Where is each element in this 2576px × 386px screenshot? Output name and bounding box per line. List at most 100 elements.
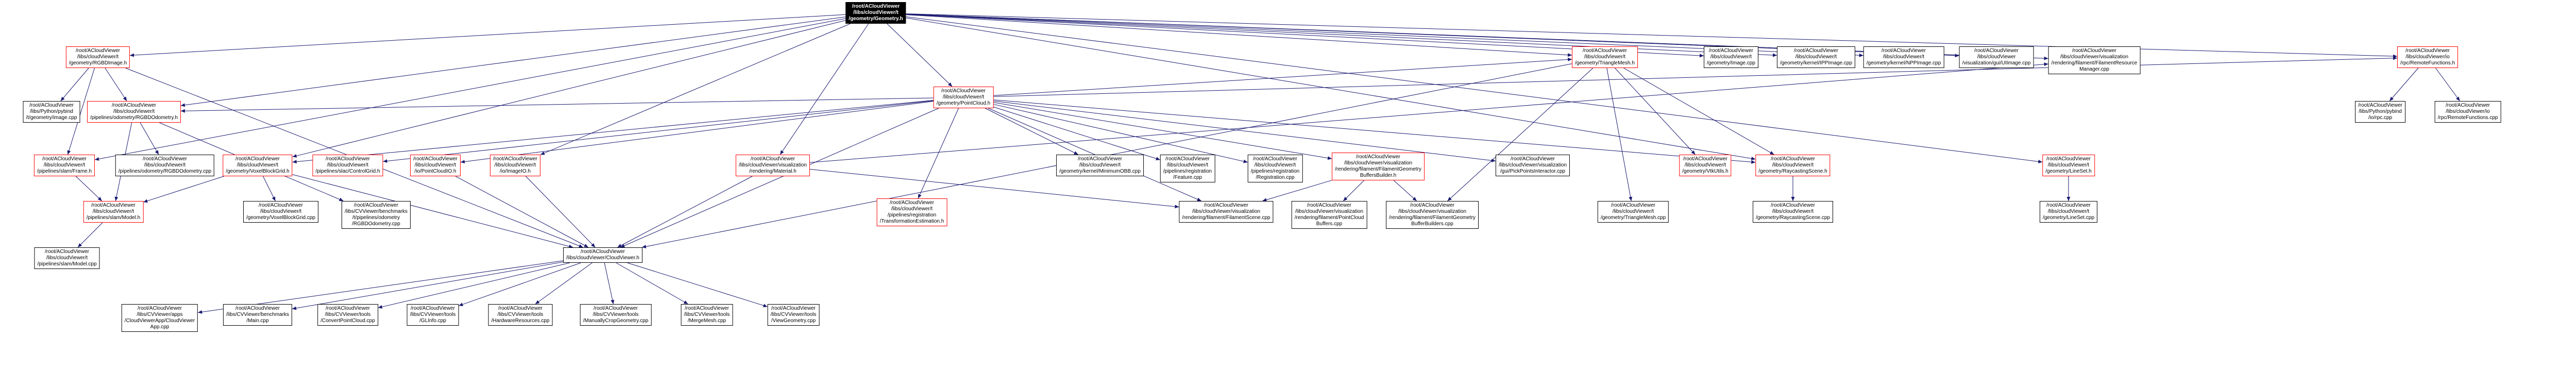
node-label-line: /root/ACloudViewer [1611,203,1655,208]
graph-node-imageio_h[interactable]: /root/ACloudViewer/libs/cloudViewer/t/io… [490,155,540,176]
node-label-line: /root/ACloudViewer [91,203,135,208]
graph-node-remotefuncs_h[interactable]: /root/ACloudViewer/libs/cloudViewer/io/r… [2397,46,2459,68]
graph-node-hwres_cpp[interactable]: /root/ACloudViewer/libs/CVViewer/tools/H… [488,304,553,326]
graph-node-material_h[interactable]: /root/ACloudViewer/libs/cloudViewer/visu… [735,155,810,176]
graph-node-uiimage_cpp[interactable]: /root/ACloudViewer/libs/cloudViewer/visu… [1959,46,2034,68]
node-label-line: /rpc/RemoteFunctions.h [2400,60,2455,66]
graph-node-rgbdodom_cpp[interactable]: /root/ACloudViewer/libs/cloudViewer/t/pi… [115,155,215,176]
include-edge [617,176,753,248]
graph-node-remotefuncs_cpp[interactable]: /root/ACloudViewer/libs/cloudViewer/io/r… [2434,101,2501,123]
graph-node-root[interactable]: /root/ACloudViewer/libs/cloudViewer/t/ge… [845,2,906,24]
graph-node-pybind_rpc_cpp[interactable]: /root/ACloudViewer/libs/Python/pybind/io… [2355,101,2405,123]
include-edge [1447,68,1594,202]
include-edge [616,262,688,305]
graph-node-lineset_h[interactable]: /root/ACloudViewer/libs/cloudViewer/t/ge… [2042,155,2095,176]
graph-node-pointcloud_h[interactable]: /root/ACloudViewer/libs/cloudViewer/t/ge… [933,87,994,108]
graph-node-frame_h[interactable]: /root/ACloudViewer/libs/cloudViewer/t/pi… [33,155,95,176]
graph-node-pickpoints_cpp[interactable]: /root/ACloudViewer/libs/cloudViewer/visu… [1495,155,1570,176]
include-edge [460,101,934,164]
graph-node-registration_cpp[interactable]: /root/ACloudViewer/libs/cloudViewer/t/pi… [1247,155,1303,182]
graph-node-trianglemeshbuffers_cpp[interactable]: /root/ACloudViewer/libs/cloudViewer/visu… [1386,201,1479,229]
node-label-line: /io/PointCloudIO.h [414,169,456,174]
node-label-line: /libs/cloudViewer/t [1772,209,1814,214]
graph-node-voxelblockgrid_h[interactable]: /root/ACloudViewer/libs/cloudViewer/t/ge… [223,155,293,176]
graph-node-convert_pc_cpp[interactable]: /root/ACloudViewer/libs/CVViewer/tools/C… [317,304,378,326]
graph-node-app_cpp[interactable]: /root/ACloudViewer/libs/CVViewer/apps/Cl… [121,304,198,332]
node-label-line: /gui/PickPointsInteractor.cpp [1500,169,1566,174]
graph-node-lineset_cpp[interactable]: /root/ACloudViewer/libs/cloudViewer/t/ge… [2039,201,2098,223]
include-edge [77,222,103,248]
graph-node-pybind_image_cpp[interactable]: /root/ACloudViewer/libs/Python/pybind/t/… [23,101,80,123]
include-edge [455,176,589,248]
node-label-line: /geometry/Image.cpp [1707,60,1755,66]
node-label-line: /libs/cloudViewer/t [113,109,155,114]
node-label-line: /root/ACloudViewer [259,203,303,208]
graph-node-slam_model_h[interactable]: /root/ACloudViewer/libs/cloudViewer/t/pi… [83,201,144,223]
include-edge [906,13,2048,60]
node-label-line: /root/ACloudViewer [1356,154,1400,160]
node-label-line: BuffersBuilder.h [1360,173,1397,178]
node-label-line: /libs/cloudViewer/t [1166,162,1209,168]
node-label-line: /libs/Python/pybind [2359,109,2402,114]
graph-node-raycasting_h[interactable]: /root/ACloudViewer/libs/cloudViewer/t/ge… [1755,155,1831,176]
node-label-line: /root/ACloudViewer [581,249,625,255]
graph-node-pointcloudbuffers_cpp[interactable]: /root/ACloudViewer/libs/cloudViewer/visu… [1291,201,1367,229]
node-label-line: /geometry/kernel/NPPImage.cpp [1866,60,1941,66]
node-label-line: /libs/cloudViewer/t [2047,209,2090,214]
graph-node-viewgeometry_cpp[interactable]: /root/ACloudViewer/libs/CVViewer/tools/V… [767,304,820,326]
node-label-line: /pipelines/registration [1163,169,1212,174]
graph-node-filament_scene_cpp[interactable]: /root/ACloudViewer/libs/cloudViewer/visu… [1179,201,1274,223]
node-label-line: /geometry/kernel/IPPImage.cpp [1780,60,1853,66]
node-label-line: /root/ACloudViewer [326,306,370,311]
graph-node-voxelblockgrid_cpp[interactable]: /root/ACloudViewer/libs/cloudViewer/t/ge… [243,201,318,223]
graph-node-bench_rgbdodom_cpp[interactable]: /root/ACloudViewer/libs/CVViewer/benchma… [341,201,411,229]
node-label-line: /root/ACloudViewer [1974,48,2019,54]
graph-node-vtkutils_h[interactable]: /root/ACloudViewer/libs/cloudViewer/t/ge… [1679,155,1732,176]
node-label-line: /RGBDOdometry.cpp [352,221,400,227]
graph-node-feature_cpp[interactable]: /root/ACloudViewer/libs/cloudViewer/t/pi… [1160,155,1215,182]
graph-node-trianglemesh_cpp[interactable]: /root/ACloudViewer/libs/cloudViewer/t/ge… [1597,201,1669,223]
node-label-line: /libs/cloudViewer/t [1795,54,1837,60]
node-label-line: /rpc/RemoteFunctions.cpp [2437,115,2498,121]
graph-node-pointcloudio_h[interactable]: /root/ACloudViewer/libs/cloudViewer/t/io… [410,155,461,176]
graph-node-mergemesh_cpp[interactable]: /root/ACloudViewer/libs/CVViewer/tools/M… [681,304,733,326]
graph-node-fgbb_h[interactable]: /root/ACloudViewer/libs/cloudViewer/visu… [1332,153,1425,180]
graph-node-nppimage_cpp[interactable]: /root/ACloudViewer/libs/cloudViewer/t/ge… [1863,46,1944,68]
include-edge [1393,180,1417,202]
graph-node-image_cpp[interactable]: /root/ACloudViewer/libs/cloudViewer/t/ge… [1704,46,1758,68]
node-label-line: /root/ACloudViewer [29,103,74,108]
node-label-line: /geometry/VtkUtils.h [1682,169,1728,174]
graph-node-manualcrop_cpp[interactable]: /root/ACloudViewer/libs/CVViewer/tools/M… [580,304,652,326]
graph-node-trianglemesh_h[interactable]: /root/ACloudViewer/libs/cloudViewer/t/ge… [1572,46,1638,68]
node-label-line: /ViewGeometry.cpp [771,318,816,324]
node-label-line: /pipelines/registration [887,212,937,218]
graph-node-controlgrid_h[interactable]: /root/ACloudViewer/libs/cloudViewer/t/pi… [312,155,383,176]
graph-node-ippimage_cpp[interactable]: /root/ACloudViewer/libs/cloudViewer/t/ge… [1776,46,1856,68]
graph-node-slam_model_cpp[interactable]: /root/ACloudViewer/libs/cloudViewer/t/pi… [34,247,100,269]
node-label-line: /rendering/filament/FilamentResource [2051,60,2138,66]
graph-node-filament_res_mgr[interactable]: /root/ACloudViewer/libs/cloudViewer/visu… [2048,46,2141,74]
node-label-line: /libs/cloudViewer/t [942,94,985,100]
graph-node-rgbdimage_h[interactable]: /root/ACloudViewer/libs/cloudViewer/t/ge… [65,46,130,68]
graph-node-rgbdodom_h[interactable]: /root/ACloudViewer/libs/cloudViewer/t/pi… [87,101,181,123]
graph-node-cloudviewer_h[interactable]: /root/ACloudViewer/libs/cloudViewer/Clou… [563,247,642,263]
include-edge [292,174,573,248]
node-label-line: /pipelines/slam/Model.h [86,215,141,221]
include-edge [292,20,846,158]
graph-node-glinfo_cpp[interactable]: /root/ACloudViewer/libs/CVViewer/tools/G… [406,304,459,326]
graph-node-transform_est_h[interactable]: /root/ACloudViewer/libs/cloudViewer/t/pi… [876,198,947,226]
node-label-line: /libs/cloudViewer/t [46,255,88,261]
node-label-line: /root/ACloudViewer [2046,156,2091,162]
node-label-line: /TransformationEstimation.h [879,219,944,224]
node-label-line: /libs/cloudViewer/t [260,209,302,214]
include-edge [993,56,2397,97]
include-edge [180,16,846,107]
include-edge [75,176,103,202]
graph-node-raycasting_cpp[interactable]: /root/ACloudViewer/libs/cloudViewer/t/ge… [1753,201,1833,223]
node-label-line: /libs/cloudViewer/t [1684,162,1726,168]
node-label-line: /ManuallyCropGeometry.cpp [583,318,649,324]
node-label-line: /libs/cloudViewer/visualization [1398,209,1467,214]
graph-node-bench_main_cpp[interactable]: /root/ACloudViewer/libs/CVViewer/benchma… [223,304,293,326]
graph-node-minimumobb_cpp[interactable]: /root/ACloudViewer/libs/cloudViewer/t/ge… [1056,155,1144,176]
include-edge [105,68,127,102]
